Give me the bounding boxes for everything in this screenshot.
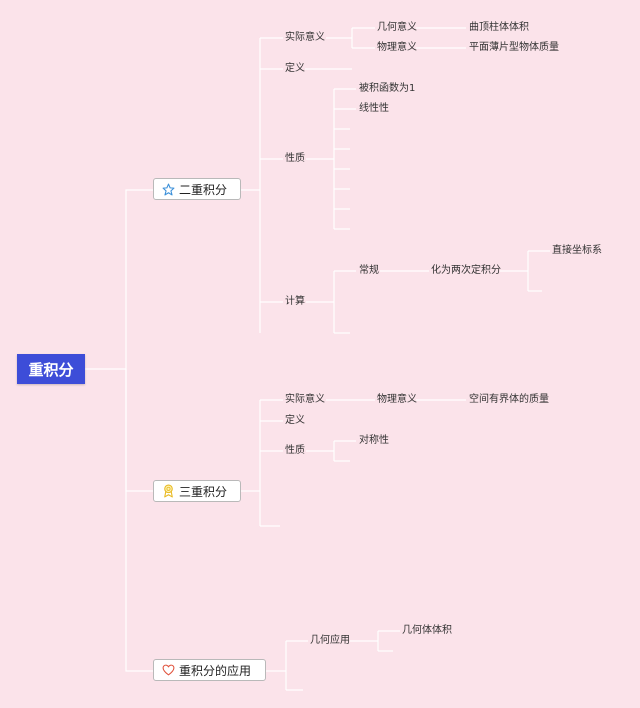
node-property-item[interactable]: 线性性 [359, 103, 389, 114]
node-property-item[interactable]: 被积函数为1 [359, 83, 416, 94]
node-geometric-meaning[interactable]: 几何意义 [377, 22, 417, 33]
node-property-item[interactable]: 对称性 [359, 435, 389, 446]
node-definition[interactable]: 定义 [285, 415, 305, 426]
branch-label: 二重积分 [179, 182, 228, 197]
node-calculation[interactable]: 计算 [285, 296, 305, 307]
node-normal[interactable]: 常规 [359, 265, 379, 276]
node-property[interactable]: 性质 [285, 445, 305, 456]
node-geometric-value[interactable]: 曲顶柱体体积 [469, 22, 529, 33]
node-physical-value[interactable]: 平面薄片型物体质量 [469, 42, 559, 53]
node-property[interactable]: 性质 [285, 153, 305, 164]
node-physical-meaning[interactable]: 物理意义 [377, 394, 417, 405]
node-geometric-application[interactable]: 几何应用 [310, 635, 350, 646]
node-meaning[interactable]: 实际意义 [285, 394, 325, 405]
branch-applications[interactable]: 重积分的应用 [153, 659, 266, 681]
star-icon [162, 183, 175, 196]
root-label: 重积分 [28, 360, 74, 379]
node-physical-value[interactable]: 空间有界体的质量 [469, 394, 549, 405]
node-meaning[interactable]: 实际意义 [285, 32, 325, 43]
node-physical-meaning[interactable]: 物理意义 [377, 42, 417, 53]
branch-triple-integral[interactable]: 三重积分 [153, 480, 241, 502]
node-method[interactable]: 化为两次定积分 [431, 265, 501, 276]
node-coordinate[interactable]: 直接坐标系 [552, 245, 602, 256]
node-definition[interactable]: 定义 [285, 63, 305, 74]
medal-icon [162, 484, 175, 498]
node-volume[interactable]: 几何体体积 [402, 625, 452, 636]
branch-double-integral[interactable]: 二重积分 [153, 178, 241, 200]
branch-label: 三重积分 [179, 484, 228, 499]
heart-icon [162, 664, 175, 676]
branch-label: 重积分的应用 [179, 663, 252, 678]
root-node[interactable]: 重积分 [17, 354, 85, 384]
